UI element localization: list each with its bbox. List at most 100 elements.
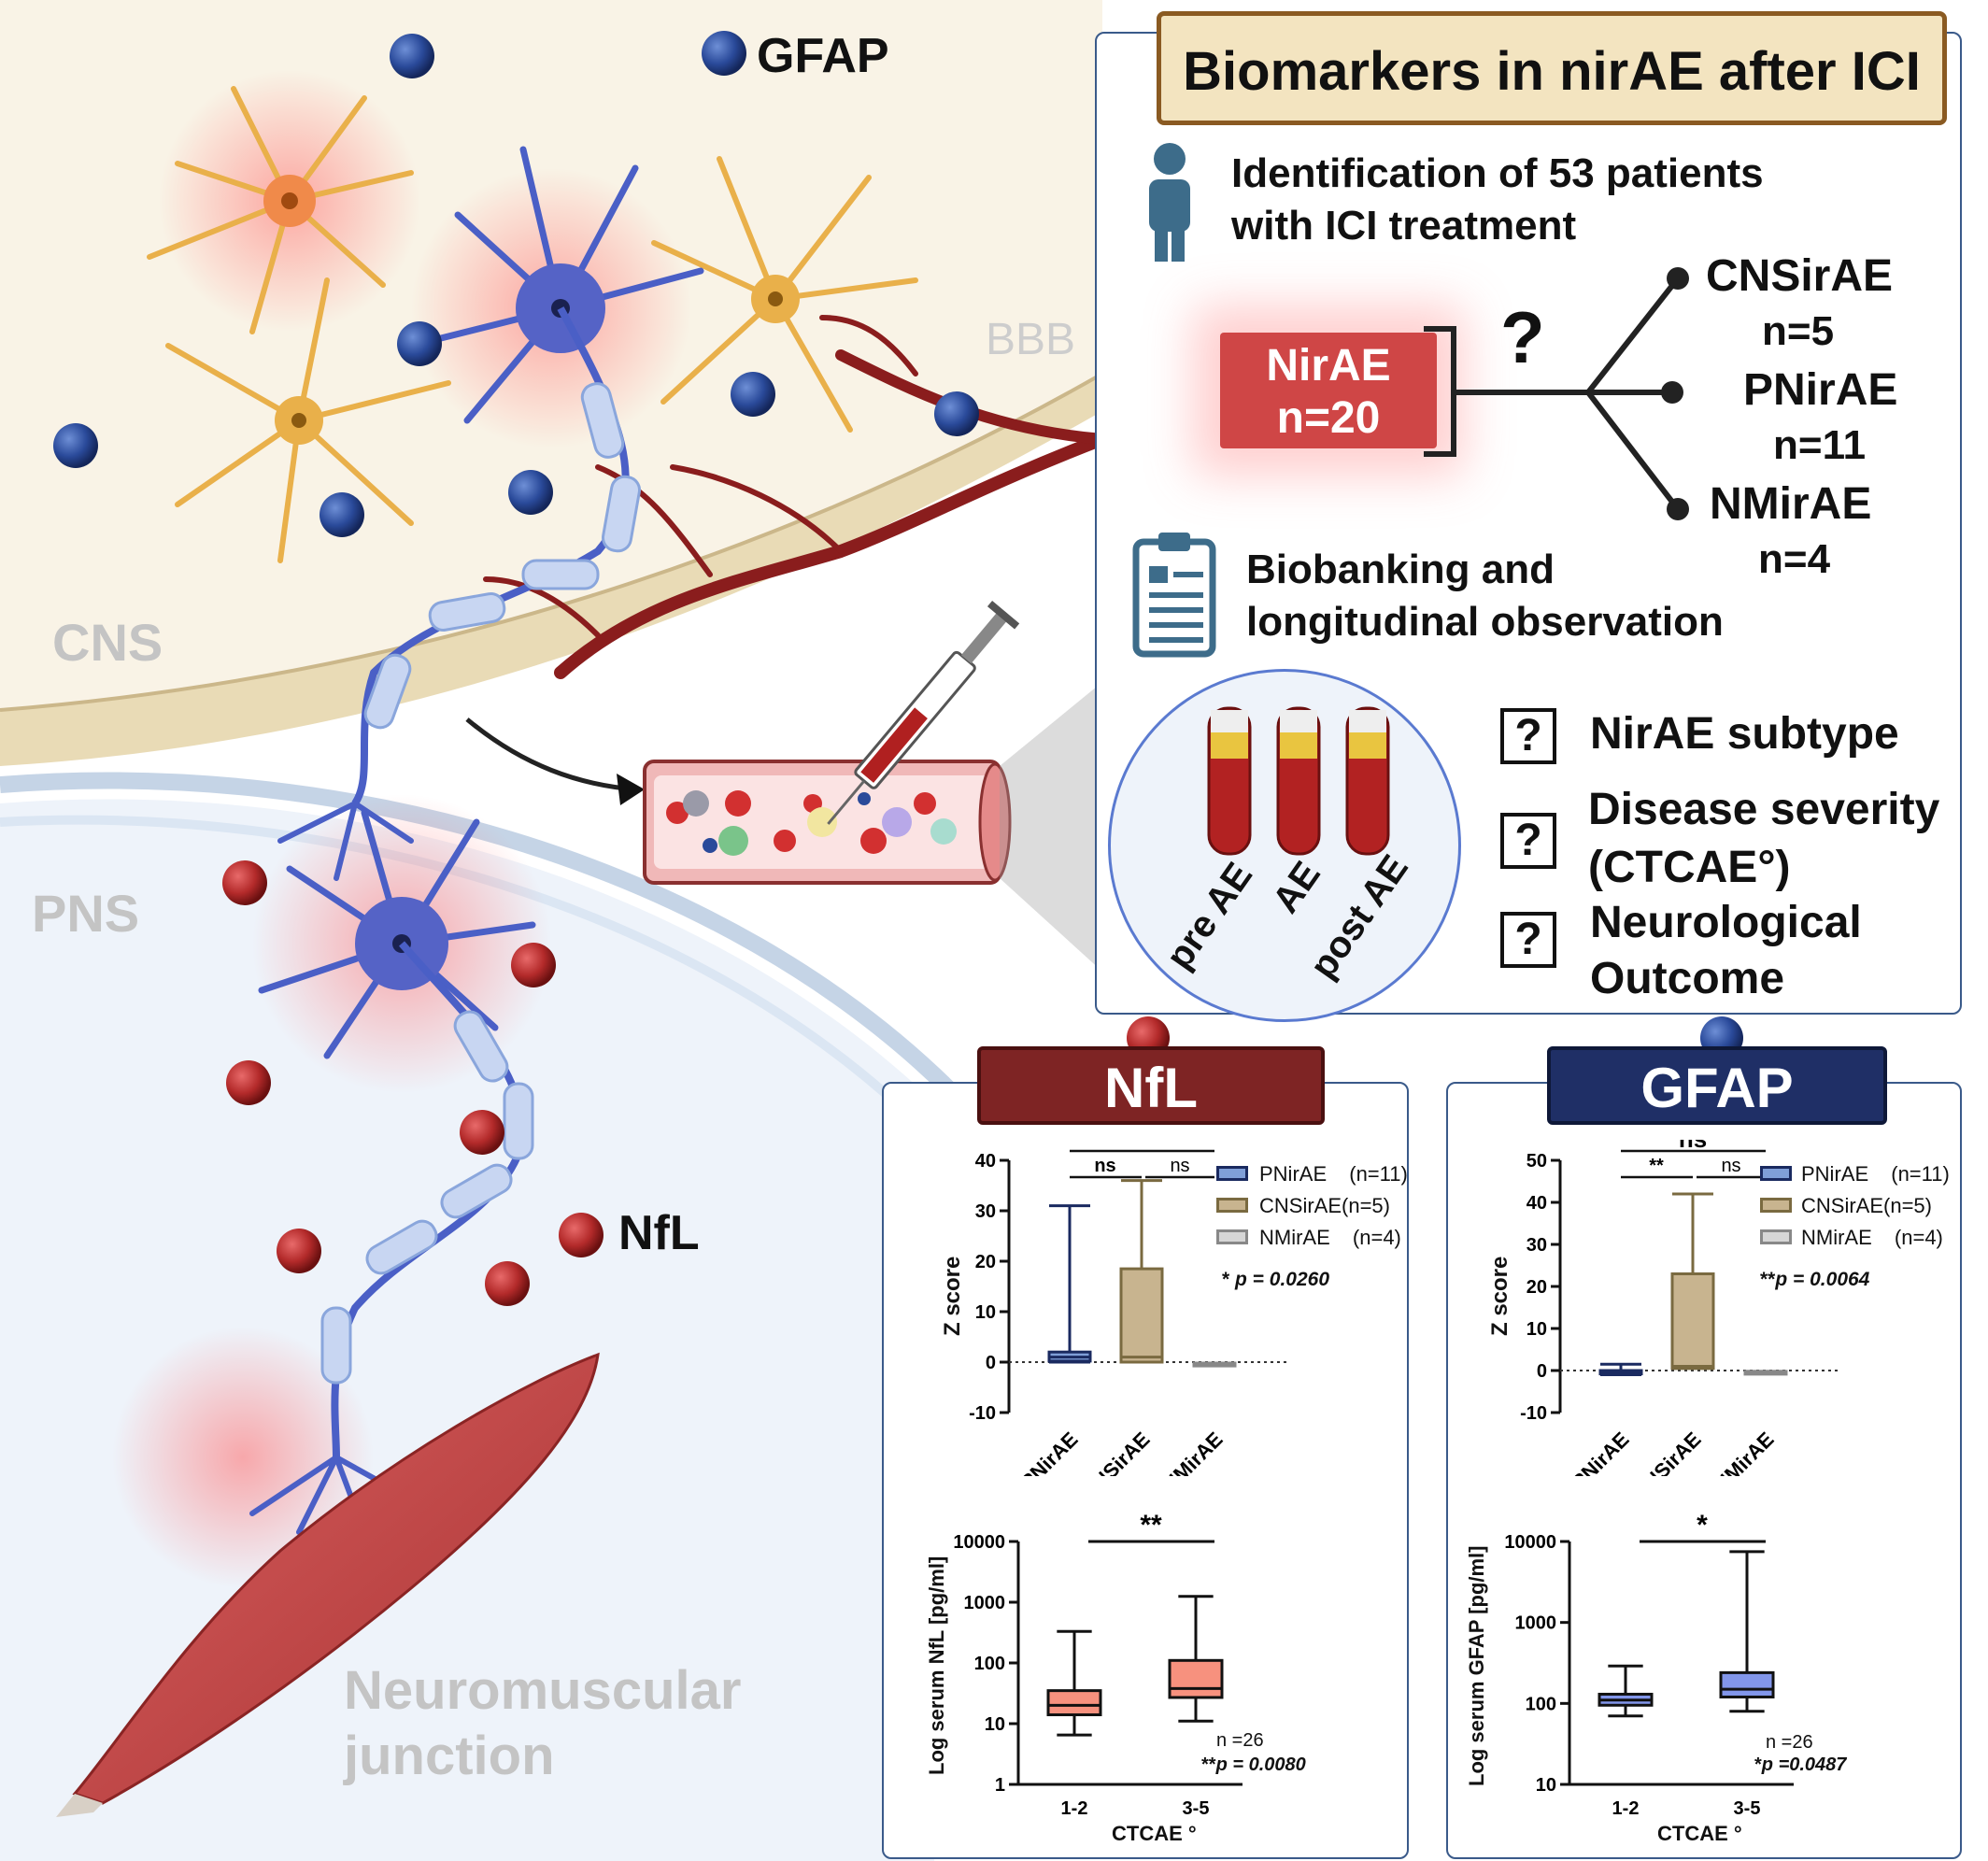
gfap-zscore-ylabel: Z score bbox=[1487, 1256, 1512, 1336]
nfl-log-sig: ** bbox=[1140, 1513, 1162, 1541]
nfl-legend-nmirae-name: NMirAE bbox=[1259, 1226, 1330, 1249]
nfl-z-ytick-label: -10 bbox=[969, 1403, 996, 1424]
nfl-log-ylabel: Log serum NfL [pg/ml] bbox=[925, 1556, 948, 1775]
group-name-cnsirae: CNSirAE bbox=[1706, 251, 1894, 301]
gfap-z-xtick-label: PNirAE bbox=[1567, 1428, 1633, 1476]
clipboard-icon bbox=[1132, 533, 1216, 658]
gfap-legend-pnirae-name: PNirAE bbox=[1801, 1162, 1869, 1186]
nfl-log-ytick-label: 10 bbox=[985, 1714, 1005, 1735]
gfap-z-xtick-label: CNSirAE bbox=[1628, 1428, 1706, 1476]
nfl-log-pvalue: **p = 0.0080 bbox=[1201, 1754, 1306, 1776]
question-mark: ? bbox=[1500, 296, 1545, 378]
gfap-legend-cnsirae: CNSirAE(n=5) bbox=[1801, 1194, 1932, 1218]
bbb-label: BBB bbox=[986, 315, 1076, 364]
question-outcome: Neurological Outcome bbox=[1590, 898, 1862, 1003]
nfl-legend-pnirae-name: PNirAE bbox=[1259, 1162, 1328, 1186]
nfl-z-xtick-label: NMirAE bbox=[1158, 1428, 1228, 1476]
gfap-log-xtick-label: 3-5 bbox=[1734, 1798, 1761, 1819]
question-box-outcome: ? bbox=[1500, 912, 1556, 968]
gfap-log-n: n =26 bbox=[1766, 1732, 1813, 1753]
gfap-z-ytick-label: 30 bbox=[1526, 1235, 1547, 1256]
group-n-cnsirae: n=5 bbox=[1762, 308, 1835, 354]
nfl-log-ytick-label: 100 bbox=[974, 1654, 1005, 1674]
nfl-header-label: NfL bbox=[1104, 1057, 1198, 1119]
question-box-subtype: ? bbox=[1500, 708, 1556, 764]
gfap-legend-nmirae: NMirAE (n=4) bbox=[1801, 1226, 1943, 1250]
nfl-legend-swatch-pnirae bbox=[1216, 1166, 1248, 1181]
nfl-z-sig-left: ns bbox=[1094, 1156, 1115, 1176]
nfl-header: NfL bbox=[977, 1046, 1325, 1125]
gfap-log-ytick-label: 10 bbox=[1536, 1775, 1556, 1796]
biobanking-text: Biobanking and longitudinal observation bbox=[1246, 547, 1724, 645]
nfl-zscore-pvalue-text: p = 0.0260 bbox=[1235, 1269, 1330, 1290]
nfl-z-ytick-label: 20 bbox=[975, 1252, 996, 1272]
cns-label: CNS bbox=[52, 613, 163, 672]
nfl-zscore-ylabel: Z score bbox=[940, 1256, 965, 1336]
gfap-log-pvalue-text: p =0.0487 bbox=[1761, 1754, 1847, 1775]
gfap-z-ytick-label: 0 bbox=[1537, 1361, 1547, 1382]
gfap-z-ytick-label: 40 bbox=[1526, 1193, 1547, 1214]
nfl-z-ytick-label: 0 bbox=[986, 1353, 996, 1373]
nfl-log-ytick-label: 10000 bbox=[953, 1532, 1005, 1553]
nfl-z-sig-top: * bbox=[1137, 1140, 1147, 1153]
gfap-log-xtick-label: 1-2 bbox=[1612, 1798, 1640, 1819]
person-icon bbox=[1149, 143, 1190, 262]
gfap-legend-pnirae-n: (n=11) bbox=[1891, 1162, 1950, 1186]
gfap-z-sig-right: ns bbox=[1721, 1156, 1740, 1176]
nfl-log-pvalue-prefix: ** bbox=[1201, 1754, 1216, 1775]
nfl-legend-label: NfL bbox=[618, 1206, 700, 1260]
sample-tubes bbox=[1207, 706, 1390, 856]
gfap-z-ytick-label: 10 bbox=[1526, 1319, 1547, 1340]
gfap-z-box-cnsirae bbox=[1670, 1272, 1715, 1371]
nfl-legend-cnsirae-name: CNSirAE bbox=[1259, 1194, 1342, 1217]
nfl-z-xtick-label: PNirAE bbox=[1015, 1428, 1082, 1476]
nfl-z-xtick-label: CNSirAE bbox=[1077, 1428, 1155, 1476]
nfl-zscore-pvalue-prefix: * bbox=[1222, 1269, 1236, 1290]
pns-label: PNS bbox=[32, 884, 140, 943]
gfap-legend-label: GFAP bbox=[757, 29, 889, 83]
nfl-log-xlabel: CTCAE ° bbox=[1112, 1822, 1197, 1845]
gfap-legend-swatch-pnirae bbox=[1760, 1166, 1792, 1181]
gfap-z-ytick-label: 50 bbox=[1526, 1151, 1547, 1172]
gfap-log-sig: * bbox=[1697, 1513, 1708, 1541]
gfap-log-pvalue: *p =0.0487 bbox=[1754, 1754, 1846, 1776]
branch-diagram bbox=[1424, 267, 1689, 520]
gfap-legend-swatch-nmirae bbox=[1760, 1229, 1792, 1244]
nfl-log-n: n =26 bbox=[1216, 1730, 1264, 1751]
gfap-header: GFAP bbox=[1547, 1046, 1887, 1125]
gfap-header-label: GFAP bbox=[1640, 1057, 1794, 1119]
gfap-legend-cnsirae-name: CNSirAE bbox=[1801, 1194, 1884, 1217]
nfl-legend-nmirae-n: (n=4) bbox=[1352, 1226, 1401, 1249]
nfl-log-box bbox=[1168, 1658, 1224, 1699]
nfl-legend-swatch-nmirae bbox=[1216, 1229, 1248, 1244]
question-severity: Disease severity (CTCAE°) bbox=[1588, 785, 1940, 892]
nfl-log-pvalue-text: p = 0.0080 bbox=[1215, 1754, 1306, 1775]
gfap-legend-nmirae-name: NMirAE bbox=[1801, 1226, 1872, 1249]
gfap-legend-pnirae: PNirAE (n=11) bbox=[1801, 1162, 1950, 1186]
nfl-zscore-pvalue: * p = 0.0260 bbox=[1222, 1269, 1329, 1291]
gfap-log-xlabel: CTCAE ° bbox=[1657, 1822, 1742, 1845]
gfap-z-sig-top: ns bbox=[1679, 1140, 1707, 1153]
gfap-legend-swatch-cnsirae bbox=[1760, 1198, 1792, 1213]
nfl-legend-cnsirae: CNSirAE(n=5) bbox=[1259, 1194, 1390, 1218]
gfap-log-ytick-label: 10000 bbox=[1504, 1532, 1556, 1553]
identification-text: Identification of 53 patients with ICI t… bbox=[1231, 150, 1764, 249]
gfap-log-box bbox=[1719, 1670, 1775, 1698]
gfap-z-ytick-label: 20 bbox=[1526, 1277, 1547, 1298]
nfl-z-box-cnsirae bbox=[1119, 1267, 1164, 1364]
nfl-log-ytick-label: 1 bbox=[995, 1775, 1005, 1796]
gfap-legend-cnsirae-n: (n=5) bbox=[1883, 1194, 1932, 1217]
gfap-z-sig-left: ** bbox=[1649, 1156, 1664, 1176]
group-n-nmirae: n=4 bbox=[1758, 536, 1831, 582]
gfap-z-xtick-label: NMirAE bbox=[1710, 1428, 1779, 1476]
question-box-severity: ? bbox=[1500, 813, 1556, 869]
nirae-label: NirAE bbox=[1266, 341, 1391, 391]
nfl-panel bbox=[882, 1082, 1409, 1859]
gfap-log-ylabel: Log serum GFAP [pg/ml] bbox=[1465, 1545, 1488, 1786]
gfap-z-ytick-label: -10 bbox=[1520, 1403, 1547, 1424]
nfl-z-sig-right: ns bbox=[1170, 1156, 1189, 1176]
gfap-zscore-pvalue: **p = 0.0064 bbox=[1760, 1269, 1869, 1291]
